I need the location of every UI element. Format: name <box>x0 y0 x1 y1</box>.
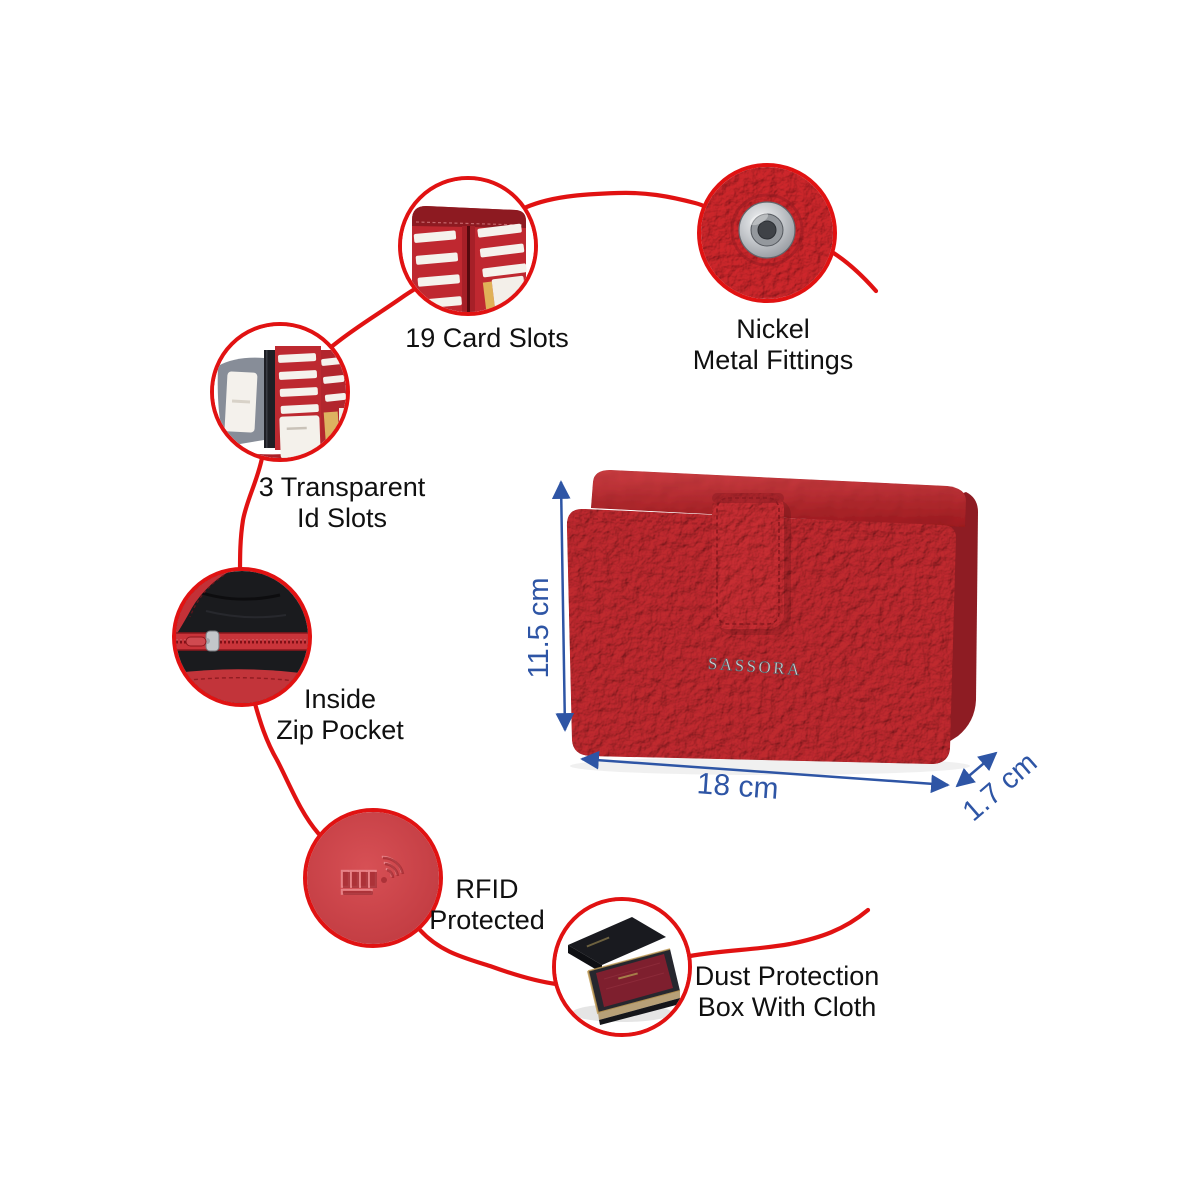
rfid-photo <box>307 812 439 944</box>
card-slots-photo <box>402 180 534 312</box>
dimension-height-arrow <box>551 480 575 732</box>
feature-label-rfid: RFID Protected <box>357 874 617 936</box>
feature-thumb-rfid <box>303 808 443 948</box>
card-slot-openings-left <box>413 230 462 309</box>
gift-box-icon <box>556 901 688 1033</box>
feature-thumb-dust-box <box>552 897 692 1037</box>
wallet-photo: SASSORA <box>566 470 978 775</box>
label-line: Protected <box>429 905 545 935</box>
label-line: RFID <box>455 874 519 904</box>
label-line: 19 Card Slots <box>405 323 569 353</box>
label-line: Nickel <box>736 314 810 344</box>
dimension-height-label: 11.5 cm <box>523 577 555 678</box>
dimension-depth-arrow <box>955 751 998 788</box>
feature-thumb-id-slots <box>210 322 350 462</box>
dimension-depth-label: 1.7 cm <box>957 747 1044 828</box>
rfid-emboss-icon <box>340 855 405 895</box>
feature-thumb-nickel <box>697 163 837 303</box>
label-line: 3 Transparent <box>258 472 426 502</box>
feature-label-zip-pocket: Inside Zip Pocket <box>210 684 470 746</box>
zip-pocket-photo <box>176 571 308 703</box>
feature-label-nickel: Nickel Metal Fittings <box>643 314 903 376</box>
wallet-front-panel <box>566 508 956 764</box>
label-line: Zip Pocket <box>276 715 404 745</box>
feature-label-card-slots: 19 Card Slots <box>357 323 617 354</box>
snap-button-icon <box>738 201 796 259</box>
dimension-width-arrow <box>580 750 950 794</box>
id-slots-photo <box>214 326 346 458</box>
feature-label-id-slots: 3 Transparent Id Slots <box>212 472 472 534</box>
feature-label-dust-box: Dust Protection Box With Cloth <box>657 961 917 1023</box>
feature-thumb-card-slots <box>398 176 538 316</box>
label-line: Id Slots <box>296 503 388 533</box>
zipper-icon <box>176 630 308 652</box>
dimension-width-label: 18 cm <box>696 767 780 806</box>
nickel-fitting-photo <box>701 167 833 299</box>
wallet-strap-fold <box>712 493 784 503</box>
wallet-strap <box>712 493 784 629</box>
label-line: Box With Cloth <box>697 992 877 1022</box>
label-line: Inside <box>303 684 377 714</box>
wallet-top-seam <box>574 517 946 536</box>
feature-thumb-zip-pocket <box>172 567 312 707</box>
label-line: Metal Fittings <box>692 345 854 375</box>
wallet-strap-stitching <box>716 497 780 625</box>
dimension-annotations <box>551 480 998 794</box>
label-line: Dust Protection <box>694 961 880 991</box>
